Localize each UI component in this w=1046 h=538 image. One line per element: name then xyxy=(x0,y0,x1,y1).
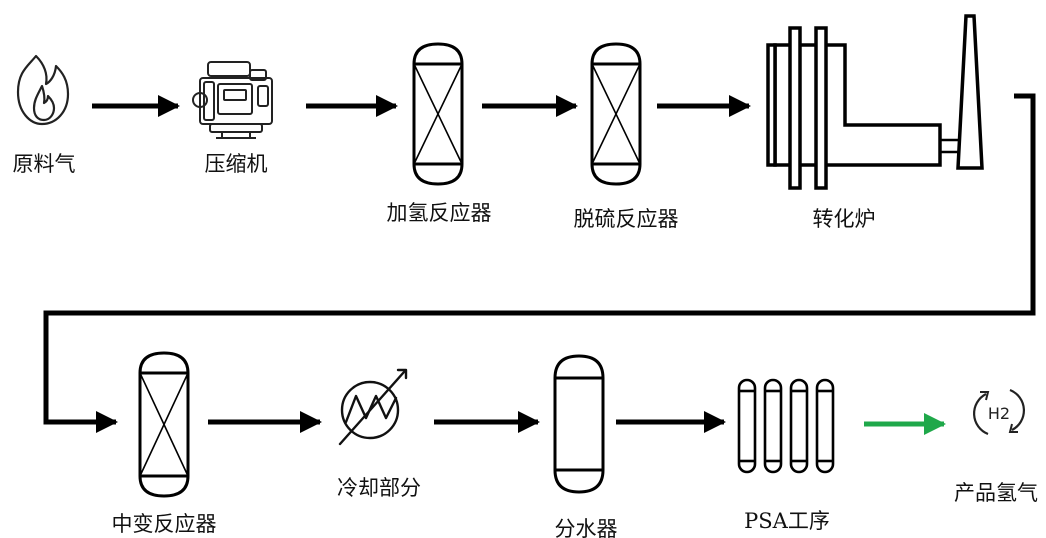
reactor-vessel-icon xyxy=(138,351,190,498)
label-compressor: 压缩机 xyxy=(204,152,268,176)
heat-exchanger-icon xyxy=(338,368,408,446)
reactor-vessel-icon xyxy=(412,42,464,186)
separator-vessel-icon xyxy=(553,354,605,494)
hydrogen-symbol: H2 xyxy=(988,404,1010,423)
label-psa: PSA工序 xyxy=(744,509,830,533)
label-reformer: 转化炉 xyxy=(812,207,876,231)
label-cooling: 冷却部分 xyxy=(337,476,421,500)
connector-reformer-to-shift xyxy=(43,93,1036,433)
label-desulfurization-reactor: 脱硫反应器 xyxy=(573,207,679,231)
reformer-furnace-icon xyxy=(766,14,984,190)
label-product-hydrogen: 产品氢气 xyxy=(954,481,1038,505)
flame-icon xyxy=(16,54,70,126)
label-feed-gas: 原料气 xyxy=(12,152,76,176)
label-water-separator: 分水器 xyxy=(554,517,618,538)
flow-arrows xyxy=(43,93,1036,435)
label-shift-reactor: 中变反应器 xyxy=(111,512,217,536)
hydrogen-cycle-icon: H2 xyxy=(973,388,1025,436)
label-hydrogenation-reactor: 加氢反应器 xyxy=(386,201,492,225)
reactor-vessel-icon xyxy=(590,42,642,186)
compressor-icon xyxy=(192,61,273,139)
psa-columns-icon xyxy=(737,378,835,474)
